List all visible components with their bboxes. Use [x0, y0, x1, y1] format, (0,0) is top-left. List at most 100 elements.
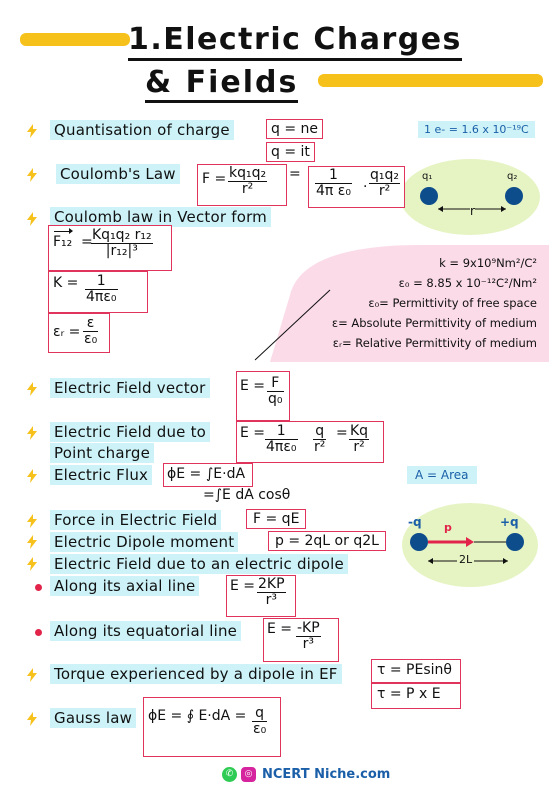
coulomb-frac3: q₁q₂ r² [369, 168, 400, 198]
coulomb-den1: r² [241, 180, 254, 197]
bolt-icon [27, 124, 37, 138]
bolt-icon [27, 668, 37, 682]
q2-label: q₂ [507, 171, 518, 182]
electron-charge-note: 1 e- = 1.6 x 10⁻¹⁹C [418, 121, 535, 138]
field-point-box: E = 1 4πε₀ q r² = Kq r² [236, 421, 384, 463]
er-den: ε₀ [84, 330, 98, 347]
whatsapp-icon[interactable]: ✆ [222, 766, 237, 782]
q1-label: q₁ [422, 171, 433, 182]
bolt-icon [27, 535, 37, 549]
field-vector-box: E = F q₀ [236, 371, 290, 421]
constants-list: k = 9x10⁹Nm²/C² ε₀ = 8.85 x 10⁻¹²C²/Nm² … [332, 253, 537, 353]
coulomb-den3: r² [378, 182, 391, 199]
k-den: 4πε₀ [86, 288, 117, 305]
bolt-icon [27, 382, 37, 396]
bolt-icon [27, 712, 37, 726]
coulomb-vector-label: Coulomb law in Vector form [50, 207, 271, 227]
er-lhs: εᵣ = [53, 324, 81, 340]
coulomb-eq-sign: = [289, 166, 301, 182]
constants-blob [270, 245, 549, 362]
coulomb-frac1: kq₁q₂ r² [228, 165, 268, 197]
coulomb-den2: 4π ε₀ [316, 182, 351, 199]
area-note: A = Area [407, 466, 477, 484]
dipole-field-label: Electric Field due to an electric dipole [50, 554, 348, 574]
coulomb-eq-box: F = kq₁q₂ r² [197, 164, 287, 206]
k-box: K = 1 4πε₀ [48, 271, 148, 313]
torque-eq1-text: τ = PEsinθ [377, 662, 452, 678]
field-point-frac2: q r² [313, 424, 327, 455]
quantisation-eq1: q = ne [266, 119, 324, 139]
dipole-diagram-blob [402, 503, 538, 587]
instagram-icon[interactable]: ◎ [241, 766, 256, 782]
constant-k: k = 9x10⁹Nm²/C² [439, 256, 537, 270]
title-underline-right [318, 74, 543, 87]
dipole-eq: p = 2qL or q2L [268, 531, 386, 551]
er-num: ε [83, 316, 99, 332]
equatorial-box: E = -KP r³ [263, 618, 339, 662]
field-point-den3: r² [353, 438, 365, 455]
field-vector-lhs: E = [240, 378, 266, 394]
flux-line2: =∫E dA cosθ [203, 487, 291, 503]
flux-lhs: ϕE = [167, 466, 202, 482]
axial-lhs: E = [230, 578, 256, 594]
field-vector-num: F [267, 376, 284, 392]
er-box: εᵣ = ε ε₀ [48, 313, 110, 353]
equatorial-label: Along its equatorial line [50, 621, 242, 641]
dipole-label: Electric Dipole moment [50, 532, 239, 552]
bolt-icon [27, 212, 37, 226]
force-label: Force in Electric Field [50, 510, 222, 530]
coulomb-frac2: 1 4π ε₀ [315, 168, 352, 198]
constant-er-desc: εᵣ= Relative Permittivity of medium [332, 336, 537, 350]
field-vector-den: q₀ [268, 390, 283, 407]
er-frac: ε ε₀ [83, 316, 99, 347]
bolt-icon [27, 557, 37, 571]
bolt-icon [27, 426, 37, 440]
coulomb-vector-den: |r₁₂|³ [105, 242, 138, 259]
torque-label: Torque experienced by a dipole in EF [50, 664, 342, 684]
coulomb-lhs: F = [202, 171, 227, 187]
coulomb-dot: . [363, 175, 368, 191]
gauss-box: ϕE = ∮ E·dA = q ε₀ [143, 697, 281, 757]
constants-pointer [254, 289, 331, 361]
neg-charge-label: -q [408, 515, 422, 529]
gauss-frac: q ε₀ [252, 706, 268, 736]
torque-eq2-text: τ = P x E [377, 686, 441, 702]
coulomb-num3: q₁q₂ [369, 167, 400, 184]
gauss-label: Gauss law [50, 708, 137, 728]
page-title: 1.Electric Charges [128, 22, 462, 61]
field-point-label2: Point charge [50, 443, 155, 463]
bolt-icon [27, 514, 37, 528]
torque-eq2: τ = P x E [371, 683, 461, 709]
axial-label: Along its axial line [50, 576, 200, 596]
footer-brand[interactable]: NCERT Niche.com [262, 766, 391, 782]
axial-num: 2KP [257, 576, 286, 593]
title-underline-left [20, 33, 130, 46]
coulomb-eq-box2: 1 4π ε₀ . q₁q₂ r² [308, 166, 405, 208]
coulomb-num2: 1 [315, 168, 352, 184]
length-label: 2L [457, 553, 475, 566]
coulomb-diagram-blob [400, 159, 540, 235]
field-point-label1: Electric Field due to [50, 422, 211, 442]
force-eq: F = qE [246, 509, 307, 529]
k-frac: 1 4πε₀ [85, 274, 118, 304]
coulomb-num1: kq₁q₂ [228, 165, 268, 182]
equatorial-lhs: E = [267, 621, 293, 637]
field-point-lhs: E = [240, 425, 266, 441]
gauss-lhs: ϕE = ∮ E·dA = [148, 708, 247, 724]
field-point-den2: r² [314, 438, 326, 455]
quantisation-eq2: q = it [266, 142, 315, 162]
torque-eq1: τ = PEsinθ [371, 659, 461, 683]
title-line-1: 1.Electric Charges [128, 22, 462, 61]
title-line-2: & Fields [145, 66, 299, 103]
constant-e0: ε₀ = 8.85 x 10⁻¹²C²/Nm² [398, 276, 537, 290]
charge-q2 [505, 187, 523, 205]
coulomb-label: Coulomb's Law [56, 164, 180, 184]
field-point-eq: = [336, 425, 348, 441]
coulomb-vector-frac: Kq₁q₂ r₁₂ |r₁₂|³ [91, 228, 153, 258]
neg-charge [410, 533, 428, 551]
flux-box: ϕE = ∫E·dA [163, 463, 253, 487]
p-label: p [444, 521, 452, 534]
k-num: 1 [85, 274, 118, 290]
field-vector-label: Electric Field vector [50, 378, 210, 398]
